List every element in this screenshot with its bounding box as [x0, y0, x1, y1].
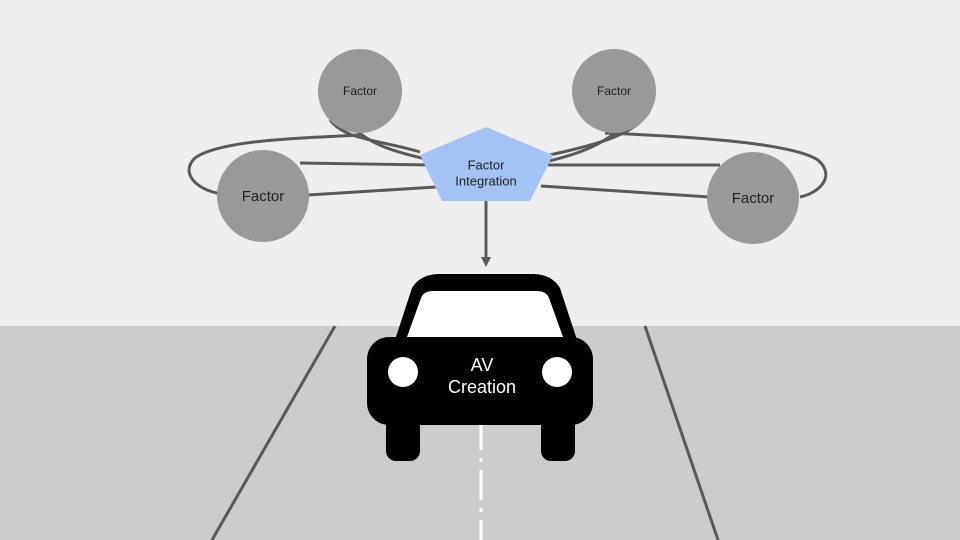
factor-integration-hub: Factor Integration [420, 127, 553, 201]
road-left-edge [210, 325, 337, 540]
car-label-line1: AV [471, 355, 494, 375]
car-headlight-left [388, 357, 418, 387]
car-windshield [407, 291, 563, 337]
hub-label-line2: Integration [455, 173, 516, 188]
hub-label-line1: Factor [468, 157, 506, 172]
car-wheel-left [386, 405, 420, 461]
connector-outer-loop-left [187, 133, 361, 196]
factor-node-top-left: Factor [318, 49, 402, 133]
factor-label-top-right: Factor [597, 84, 631, 98]
factor-label-left: Factor [242, 188, 285, 205]
factor-node-right: Factor [707, 152, 799, 244]
car-label-line2: Creation [448, 377, 516, 397]
factor-label-right: Factor [732, 190, 775, 207]
factor-node-top-right: Factor [572, 49, 656, 133]
car-body [367, 337, 593, 425]
car-headlight-right [542, 357, 572, 387]
connector-right-b [540, 184, 711, 199]
factor-node-left: Factor [217, 150, 309, 242]
road-right-edge [643, 325, 720, 540]
connector-left-a [299, 161, 431, 167]
connector-left-b [307, 185, 437, 197]
factor-label-top-left: Factor [343, 84, 377, 98]
car-wheel-right [541, 405, 575, 461]
car-icon: AV Creation [367, 274, 593, 461]
connector-outer-loop-right [604, 131, 828, 199]
